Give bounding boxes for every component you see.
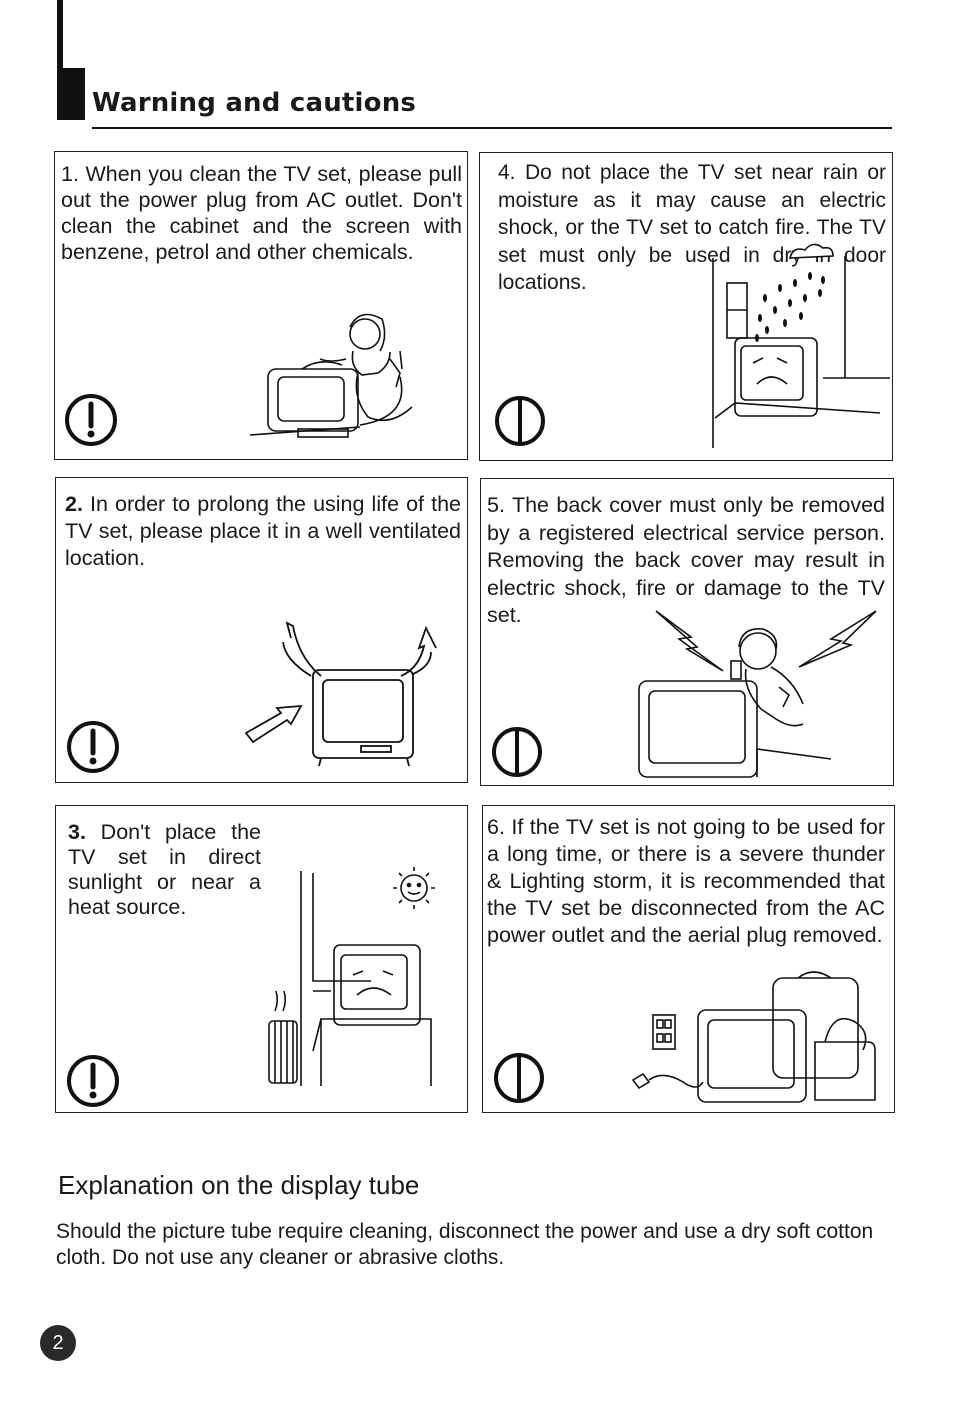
tv-in-rain-illustration [705, 238, 890, 448]
header-accent-block [57, 68, 85, 120]
caution-text-3-body: Don't place the TV set in direct sunligh… [68, 820, 261, 919]
prohibition-icon [489, 724, 545, 780]
explanation-body: Should the picture tube require cleaning… [56, 1220, 874, 1269]
caution-text-2-body: In order to prolong the using life of th… [65, 492, 461, 570]
caution-text-4-body: 4. Do not place the TV set near rain or … [498, 161, 886, 294]
caution-box-4: 4. Do not place the TV set near rain or … [479, 152, 893, 461]
caution-box-1: 1. When you clean the TV set, please pul… [54, 151, 468, 460]
header-accent-bar [57, 0, 63, 70]
page-title: Warning and cautions [92, 88, 417, 118]
caution-text-1: 1. When you clean the TV set, please pul… [61, 162, 462, 264]
exclamation-icon [65, 1053, 121, 1109]
caution-box-6: 6. If the TV set is not going to be used… [482, 805, 895, 1113]
tv-ventilation-illustration [241, 618, 446, 768]
caution-text-5-body: 5. The back cover must only be removed b… [487, 493, 885, 627]
caution-text-3: 3. Don't place the TV set in direct sunl… [68, 820, 261, 920]
caution-number-2: 2. [65, 492, 83, 516]
caution-text-6-body: 6. If the TV set is not going to be used… [487, 815, 885, 947]
tv-sun-heater-illustration [251, 861, 451, 1091]
prohibition-icon [491, 1050, 547, 1106]
caution-box-5: 5. The back cover must only be removed b… [480, 478, 894, 786]
caution-box-2: 2. In order to prolong the using life of… [55, 477, 468, 783]
exclamation-icon [65, 719, 121, 775]
page-number-badge: 2 [40, 1325, 76, 1361]
tv-unplugged-luggage-illustration [623, 970, 888, 1112]
caution-number-3: 3. [68, 820, 86, 844]
exclamation-icon [63, 392, 119, 448]
title-underline [92, 127, 892, 129]
caution-text-2: 2. In order to prolong the using life of… [65, 491, 461, 572]
prohibition-icon [492, 393, 548, 449]
woman-cleaning-tv-illustration [250, 307, 470, 442]
caution-box-3: 3. Don't place the TV set in direct sunl… [55, 805, 468, 1113]
explanation-heading: Explanation on the display tube [58, 1170, 420, 1200]
man-shock-tv-illustration [631, 609, 886, 781]
